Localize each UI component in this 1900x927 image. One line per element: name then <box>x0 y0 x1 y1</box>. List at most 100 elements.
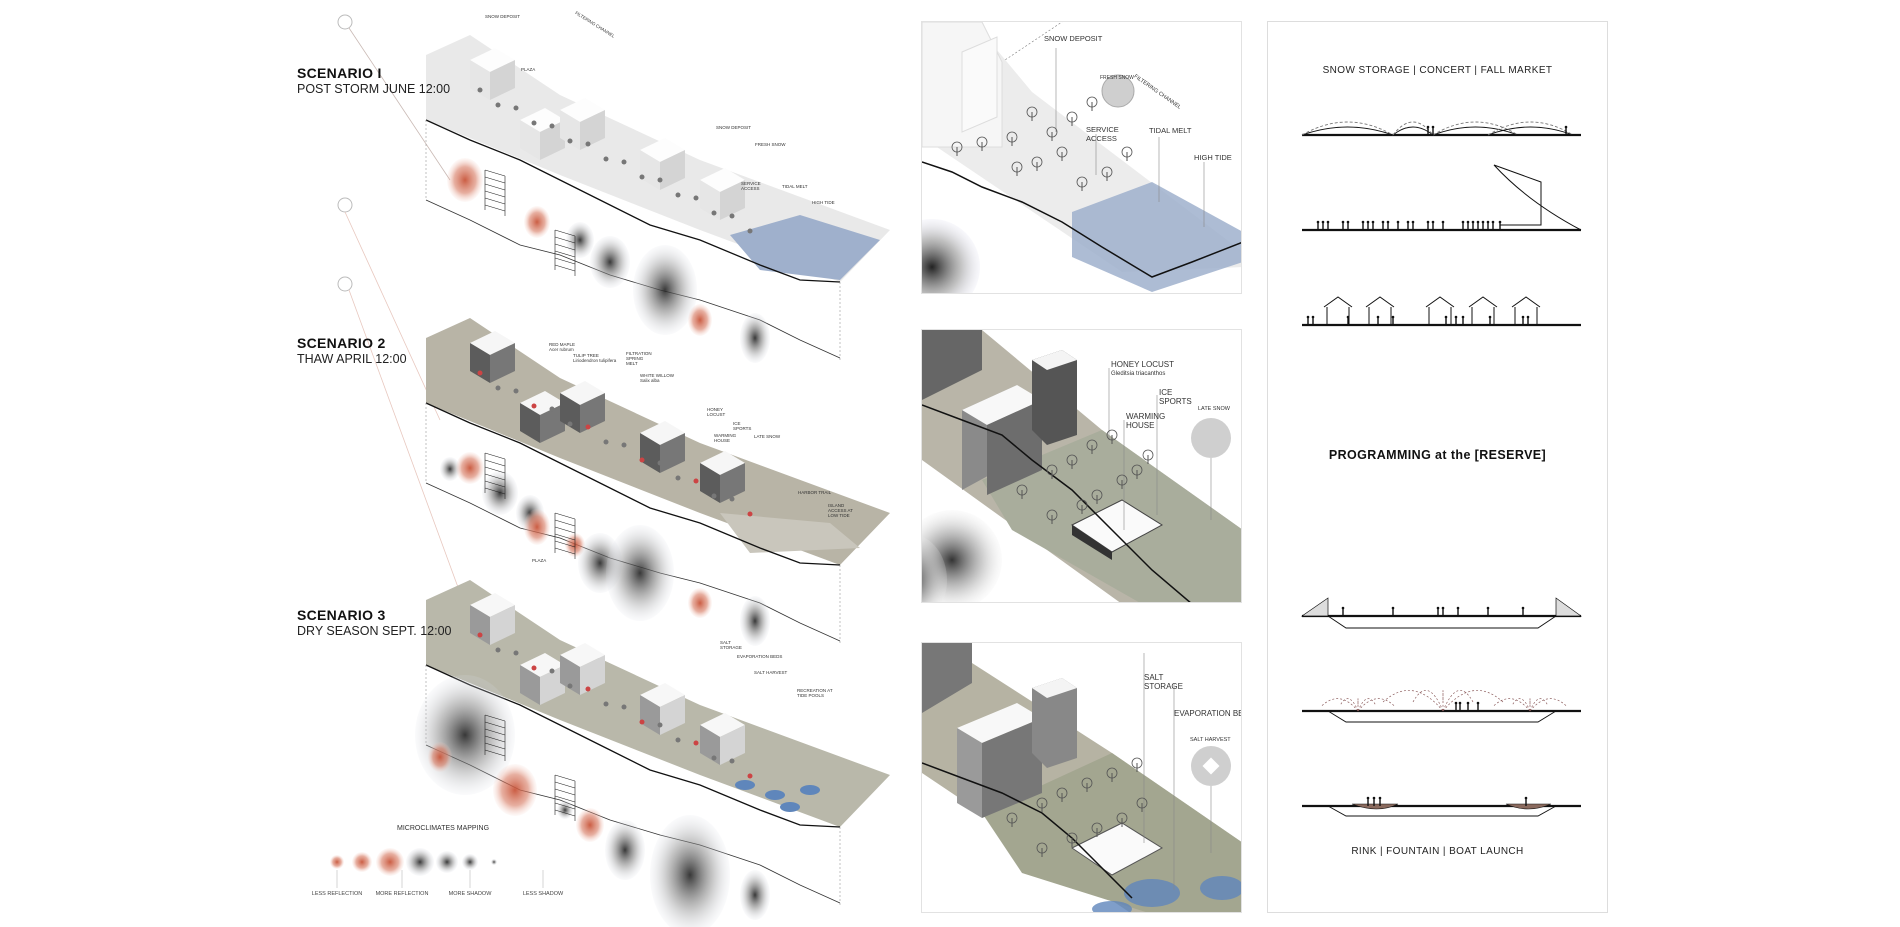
reflection-zone <box>524 206 550 238</box>
grid-line <box>484 176 506 184</box>
detail-label-tidal-melt: TIDAL MELT <box>1149 126 1192 135</box>
person-head <box>1426 125 1430 129</box>
tree <box>495 647 501 653</box>
tree <box>549 668 555 674</box>
rink-bleachers <box>1300 597 1583 617</box>
shadow-zone <box>605 820 645 880</box>
tree <box>603 439 609 445</box>
label-warming-house: WARMING HOUSE <box>714 433 737 443</box>
label-honey-locust: HONEY LOCUST <box>707 407 726 417</box>
snow-arch <box>1392 126 1434 136</box>
scenario-axonometric-diagram <box>337 14 890 927</box>
label-plaza-3: PLAZA <box>532 558 547 563</box>
tree <box>693 478 699 484</box>
building-roof <box>470 48 515 72</box>
grid-line <box>554 512 576 520</box>
facade-grid <box>484 169 506 216</box>
shadow-zone <box>740 870 770 920</box>
fountain-jet <box>1511 698 1531 712</box>
grid-line <box>484 204 506 212</box>
grid-line <box>554 774 576 782</box>
tree <box>585 424 591 430</box>
legend-title: MICROCLIMATES MAPPING <box>397 825 490 832</box>
boat <box>1351 803 1552 810</box>
tree <box>675 475 681 481</box>
person-head <box>1436 606 1440 610</box>
building-side <box>660 150 685 190</box>
tree <box>675 737 681 743</box>
tide-pool <box>765 790 785 800</box>
snow-arch <box>1301 126 1394 136</box>
building-side <box>720 180 745 220</box>
building-side <box>700 725 720 765</box>
programming-title: PROGRAMMING at the [RESERVE] <box>1328 448 1547 462</box>
person-head <box>1306 315 1310 319</box>
label-red-maple-name: RED MAPLE <box>549 342 576 347</box>
fountain-jet <box>1412 690 1444 712</box>
label-ice-sports: ICE SPORTS <box>733 421 752 431</box>
grid-line <box>554 802 576 810</box>
person-head <box>1321 220 1325 224</box>
building-roof <box>640 138 685 162</box>
grid-line <box>484 735 506 743</box>
detail-label-late-snow: LATE SNOW <box>1198 406 1230 412</box>
tide-pool <box>780 802 800 812</box>
fountain-jet <box>1529 698 1567 712</box>
tree <box>495 385 501 391</box>
tree <box>549 123 555 129</box>
person-head <box>1481 220 1485 224</box>
scenario-3-subtitle: DRY SEASON SEPT. 12:00 <box>297 624 452 638</box>
detail-label-fresh-snow: FRESH SNOW <box>1100 75 1134 81</box>
building-side <box>640 150 660 190</box>
tree <box>729 496 735 502</box>
grid-line <box>554 809 576 817</box>
person-head <box>1488 315 1492 319</box>
facade-grid <box>554 229 576 276</box>
facade-grid <box>554 512 576 559</box>
detail-label-warming-house: WARMING HOUSE <box>1126 412 1166 430</box>
label-snow-deposit: SNOW DEPOSIT <box>485 14 521 19</box>
person-head <box>1378 796 1382 800</box>
tree <box>603 156 609 162</box>
tide-pool <box>735 780 755 790</box>
detail-label-honey-locust-latin: Gleditsia triacanthos <box>1111 371 1166 377</box>
shadow-zone <box>566 222 594 258</box>
detail-panel-dry: SALT STORAGE EVAPORATION BEDS SALT HARVE… <box>921 642 1242 913</box>
person-head <box>1366 220 1370 224</box>
scenario-1-title: SCENARIO I <box>297 65 382 81</box>
building-side <box>490 343 515 383</box>
detail-label-service-access: SERVICE ACCESS <box>1086 125 1119 143</box>
tree <box>729 213 735 219</box>
shadow-zone <box>440 457 460 481</box>
label-tulip-tree-name: TULIP TREE <box>573 353 599 358</box>
grid-line <box>554 264 576 272</box>
person-head <box>1454 701 1458 705</box>
legend-less-reflection: LESS REFLECTION <box>311 891 363 897</box>
label-island-access: ISLAND ACCESS AT LOW TIDE <box>828 503 853 518</box>
grid-line <box>484 742 506 750</box>
scenario-3-drawing <box>415 580 890 927</box>
grid-line <box>484 466 506 474</box>
tree <box>639 719 645 725</box>
grid-line <box>484 714 506 722</box>
section-edge <box>425 119 841 283</box>
tree <box>621 159 627 165</box>
label-white-willow-name: WHITE WILLOW <box>640 373 674 378</box>
grid-line <box>554 795 576 803</box>
legend-less-shadow: LESS SHADOW <box>522 891 564 897</box>
shadow-zone <box>740 313 770 363</box>
grid-line <box>484 480 506 488</box>
person-head <box>1456 606 1460 610</box>
programming-sections <box>1300 121 1583 817</box>
reflection-zone <box>493 764 537 816</box>
grid-line <box>554 540 576 548</box>
reflection-zone <box>688 588 712 618</box>
detail-panel-thaw: HONEY LOCUST Gleditsia triacanthos ICE S… <box>921 329 1242 603</box>
label-evaporation-beds: EVAPORATION BEDS <box>737 654 783 659</box>
programming-panel: SNOW STORAGE | CONCERT | FALL MARKET PRO… <box>1267 21 1608 913</box>
person-head <box>1486 220 1490 224</box>
legend-shadow-swatch <box>406 848 434 876</box>
building-side <box>490 605 515 645</box>
person-head <box>1376 315 1380 319</box>
